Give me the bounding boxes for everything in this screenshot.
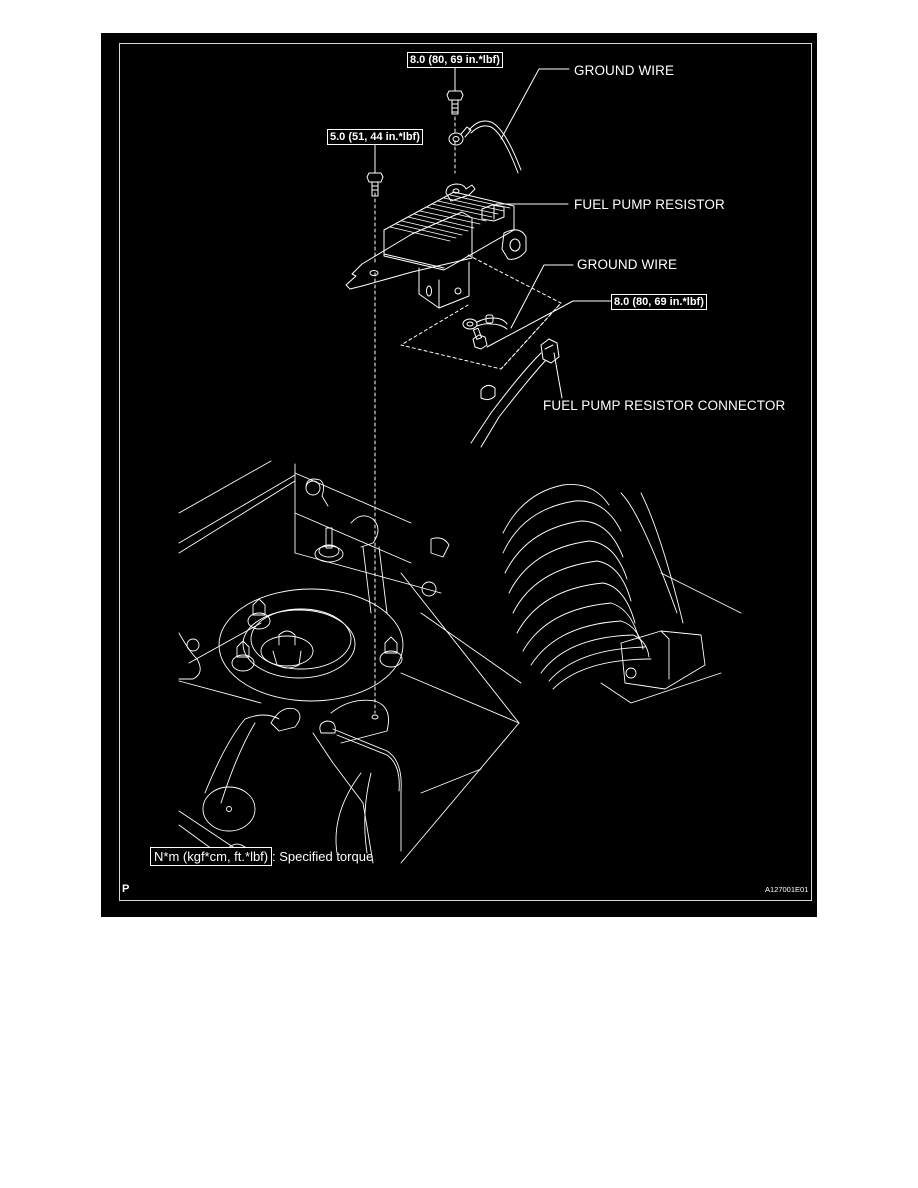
torque-spec-ground-bolt-top: 8.0 (80, 69 in.*lbf) — [407, 52, 503, 68]
callout-ground-wire-top: GROUND WIRE — [574, 63, 675, 78]
callout-ground-wire-lower: GROUND WIRE — [577, 257, 678, 272]
engine-bay-illustration — [178, 66, 742, 864]
bolt-icon-top — [446, 90, 464, 115]
callout-fuel-pump-resistor-connector: FUEL PUMP RESISTOR CONNECTOR — [543, 398, 786, 413]
bolt-icon-resistor — [366, 172, 384, 197]
ground-terminal-icon-top — [448, 120, 522, 174]
diagram-sheet: 8.0 (80, 69 in.*lbf) 5.0 (51, 44 in.*lbf… — [101, 33, 817, 917]
callout-fuel-pump-resistor: FUEL PUMP RESISTOR — [574, 197, 725, 212]
dashed-alignment-lines — [374, 116, 562, 714]
ground-terminal-icon-lower — [462, 314, 508, 330]
resistor-body-icon — [345, 183, 527, 309]
diagram-frame — [119, 43, 812, 901]
bolt-icon-lower — [472, 327, 488, 350]
page-letter: P — [122, 883, 130, 895]
air-intake-hose — [502, 483, 722, 704]
engine-bay-lines — [178, 460, 742, 864]
legend-torque-unit-box: N*m (kgf*cm, ft.*lbf) — [150, 847, 273, 866]
leader-lines — [374, 66, 612, 399]
figure-id: A127001E01 — [765, 885, 809, 894]
legend-description: : Specified torque — [272, 849, 374, 864]
torque-spec-ground-bolt-lower: 8.0 (80, 69 in.*lbf) — [611, 294, 707, 310]
connector-icon — [470, 338, 560, 448]
torque-spec-resistor-bolt: 5.0 (51, 44 in.*lbf) — [327, 129, 423, 145]
